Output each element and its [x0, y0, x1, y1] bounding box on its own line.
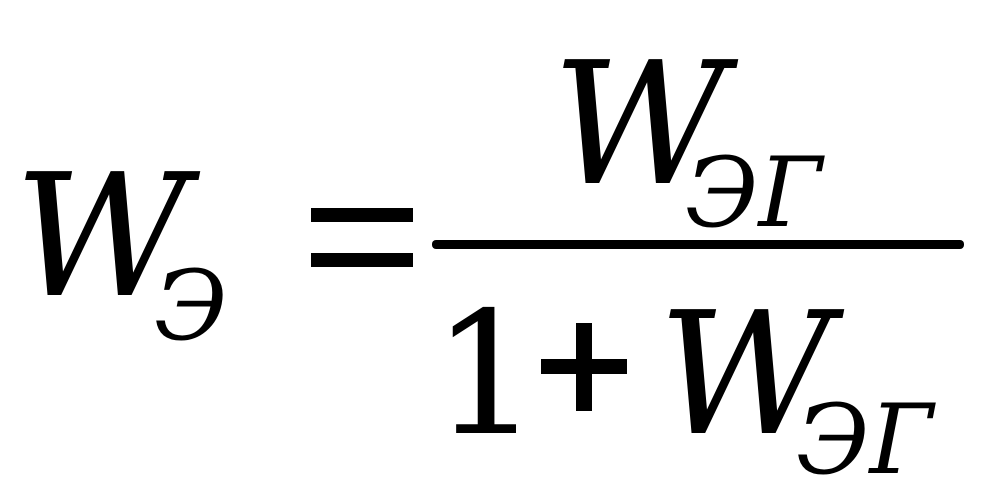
equals-sign-bottom-bar: [311, 253, 413, 267]
denominator-symbol: W: [658, 276, 833, 474]
plus-sign-vertical: [576, 323, 592, 411]
fraction-bar: [432, 240, 964, 249]
lhs-subscript: Э: [154, 250, 228, 362]
denominator-one: 1: [432, 276, 541, 474]
numerator-symbol: W: [552, 26, 727, 224]
denominator-subscript: ЭГ: [796, 384, 934, 496]
numerator-subscript: ЭГ: [685, 137, 823, 249]
lhs-symbol: W: [14, 138, 189, 336]
equals-sign-top-bar: [311, 208, 413, 222]
